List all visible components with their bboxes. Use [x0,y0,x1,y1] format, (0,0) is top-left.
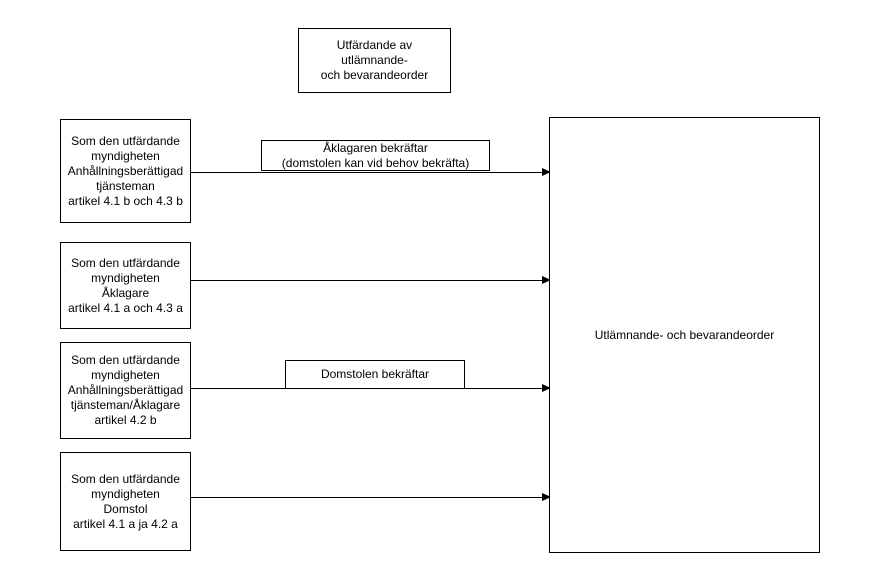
source-box-1-label: Som den utfärdande myndigheten Anhållnin… [67,133,184,208]
source-box-3: Som den utfärdande myndigheten Anhållnin… [60,342,191,439]
source-box-3-label: Som den utfärdande myndigheten Anhållnin… [67,353,184,427]
note-box-2-label: Domstolen bekräftar [320,367,430,381]
arrow-source-1-to-target [191,168,551,176]
title-box: Utfärdande av utlämnande- och bevarandeo… [298,28,451,93]
source-box-2-label: Som den utfärdande myndigheten Åklagare … [68,255,183,315]
note-box-prosecutor-confirms: Åklagaren bekräftar (domstolen kan vid b… [261,140,490,171]
source-box-1: Som den utfärdande myndigheten Anhållnin… [60,119,191,223]
target-box: Utlämnande- och bevarandeorder [549,117,820,553]
source-box-2: Som den utfärdande myndigheten Åklagare … [60,242,191,329]
arrow-source-4-to-target [191,493,551,501]
title-box-label: Utfärdande av utlämnande- och bevarandeo… [320,38,429,82]
source-box-4-label: Som den utfärdande myndigheten Domstol a… [71,471,180,531]
note-box-1-label: Åklagaren bekräftar (domstolen kan vid b… [281,140,470,170]
arrow-source-2-to-target [191,276,551,284]
source-box-4: Som den utfärdande myndigheten Domstol a… [60,452,191,551]
target-box-label: Utlämnande- och bevarandeorder [594,327,775,342]
note-box-court-confirms: Domstolen bekräftar [285,360,465,389]
